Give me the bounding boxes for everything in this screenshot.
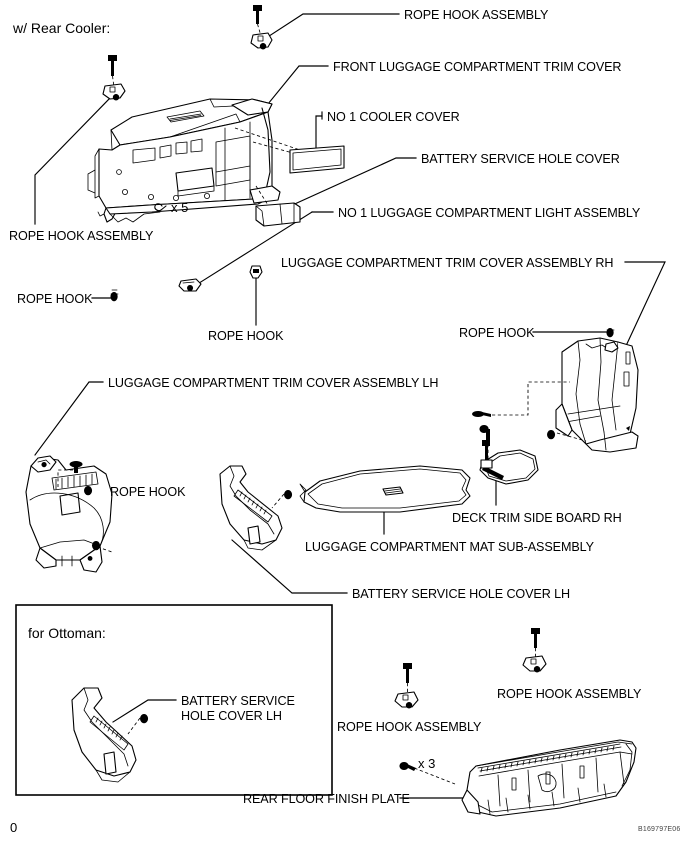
callout-rope-hook-assembly-bottom-left: ROPE HOOK ASSEMBLY (337, 720, 482, 734)
callout-rope-hook-assembly-bottom-right: ROPE HOOK ASSEMBLY (497, 687, 642, 701)
ottoman-inset-box (15, 604, 333, 796)
battery-service-hole-cover-lh-ottoman-part (71, 687, 149, 783)
callout-rope-hook-center: ROPE HOOK (208, 329, 284, 343)
callout-luggage-compartment-trim-cover-assembly-rh: LUGGAGE COMPARTMENT TRIM COVER ASSEMBLY … (281, 256, 614, 270)
figure-code: B169797E06 (638, 826, 681, 833)
no-1-cooler-cover-part (289, 145, 345, 174)
luggage-compartment-trim-cover-assembly-lh-part (25, 455, 113, 573)
callout-battery-service-hole-cover-lh-inset: BATTERY SERVICE HOLE COVER LH (181, 694, 295, 723)
callout-rope-hook-left: ROPE HOOK (17, 292, 93, 306)
leader-lines-top (34, 13, 666, 456)
callout-no-1-cooler-cover: NO 1 COOLER COVER (327, 110, 460, 124)
callout-rope-hook-assembly-top-right: ROPE HOOK ASSEMBLY (404, 8, 549, 22)
fasteners-bottom-right (394, 628, 547, 771)
callout-battery-service-hole-cover: BATTERY SERVICE HOLE COVER (421, 152, 620, 166)
page-number: 0 (10, 820, 18, 835)
deck-trim-side-board-rh-part (479, 425, 539, 485)
fasteners-top (102, 5, 615, 338)
callout-luggage-compartment-trim-cover-assembly-lh: LUGGAGE COMPARTMENT TRIM COVER ASSEMBLY … (108, 376, 439, 390)
callout-battery-service-hole-cover-lh: BATTERY SERVICE HOLE COVER LH (352, 587, 571, 601)
condition-note-rear-cooler: w/ Rear Cooler: (13, 20, 111, 36)
quantity-clip-x5: x 5 (171, 200, 189, 215)
condition-note-ottoman: for Ottoman: (28, 625, 106, 641)
rear-floor-finish-plate-part (461, 739, 637, 817)
callout-rope-hook-right: ROPE HOOK (459, 326, 535, 340)
callout-front-luggage-compartment-trim-cover: FRONT LUGGAGE COMPARTMENT TRIM COVER (333, 60, 622, 74)
luggage-compartment-trim-cover-assembly-rh-part (555, 337, 639, 453)
callout-deck-trim-side-board-rh: DECK TRIM SIDE BOARD RH (452, 511, 622, 525)
battery-service-hole-cover-lh-part (219, 465, 293, 551)
callout-luggage-compartment-mat-sub-assembly: LUGGAGE COMPARTMENT MAT SUB-ASSEMBLY (305, 540, 594, 554)
callout-rope-hook-assembly-upper-left: ROPE HOOK ASSEMBLY (9, 229, 154, 243)
callout-no-1-luggage-compartment-light-assembly: NO 1 LUGGAGE COMPARTMENT LIGHT ASSEMBLY (338, 206, 641, 220)
callout-rear-floor-finish-plate: REAR FLOOR FINISH PLATE (243, 792, 410, 806)
luggage-compartment-mat-sub-assembly-part (299, 465, 471, 513)
callout-rope-hook-lh: ROPE HOOK (110, 485, 186, 499)
front-luggage-compartment-trim-cover-part (87, 98, 281, 223)
no-1-luggage-compartment-light-assembly-part (255, 202, 301, 227)
leader-lines-bottom (87, 469, 497, 799)
quantity-screw-x3: x 3 (418, 756, 436, 771)
fasteners-lh (57, 461, 113, 553)
